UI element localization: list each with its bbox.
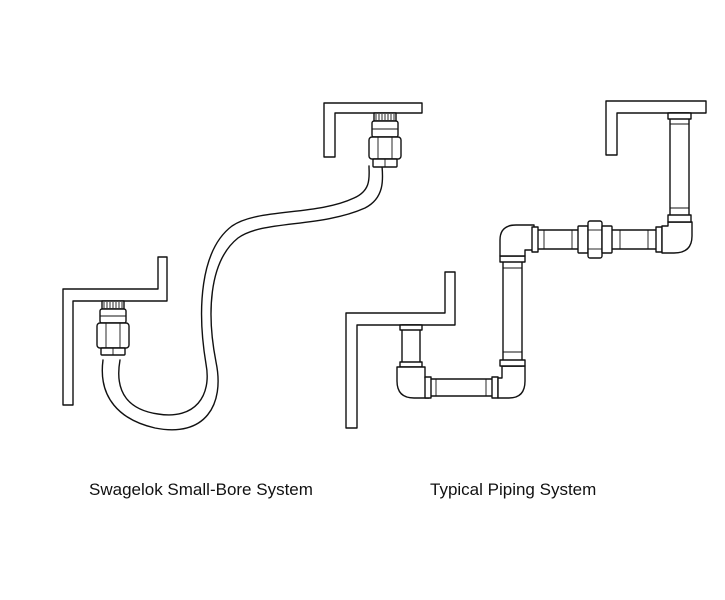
- swagelok-system: [62, 102, 423, 431]
- pipe-segment-5: [667, 112, 692, 223]
- small-bore-tube-inner: [118, 165, 370, 416]
- pipe-segment-2: [424, 376, 499, 399]
- lower-tube-fitting: [96, 300, 130, 356]
- right-lower-bracket: [345, 271, 456, 429]
- caption-swagelok-system: Swagelok Small-Bore System: [89, 480, 313, 499]
- pipe-segment-1: [399, 324, 423, 368]
- caption-typical-piping-system: Typical Piping System: [430, 480, 597, 499]
- elbow-lower-right: [497, 365, 526, 399]
- pipe-union: [577, 220, 613, 259]
- elbow-upper-right: [661, 221, 693, 254]
- pipe-segment-3: [499, 255, 526, 367]
- elbow-lower-left: [396, 366, 430, 399]
- elbow-upper-left: [499, 224, 535, 257]
- small-bore-tube-outer: [101, 165, 384, 431]
- left-upper-bracket: [323, 102, 423, 158]
- upper-tube-fitting: [368, 112, 402, 168]
- right-upper-bracket: [605, 100, 707, 156]
- typical-piping-system: [345, 100, 707, 429]
- left-lower-bracket: [62, 256, 168, 406]
